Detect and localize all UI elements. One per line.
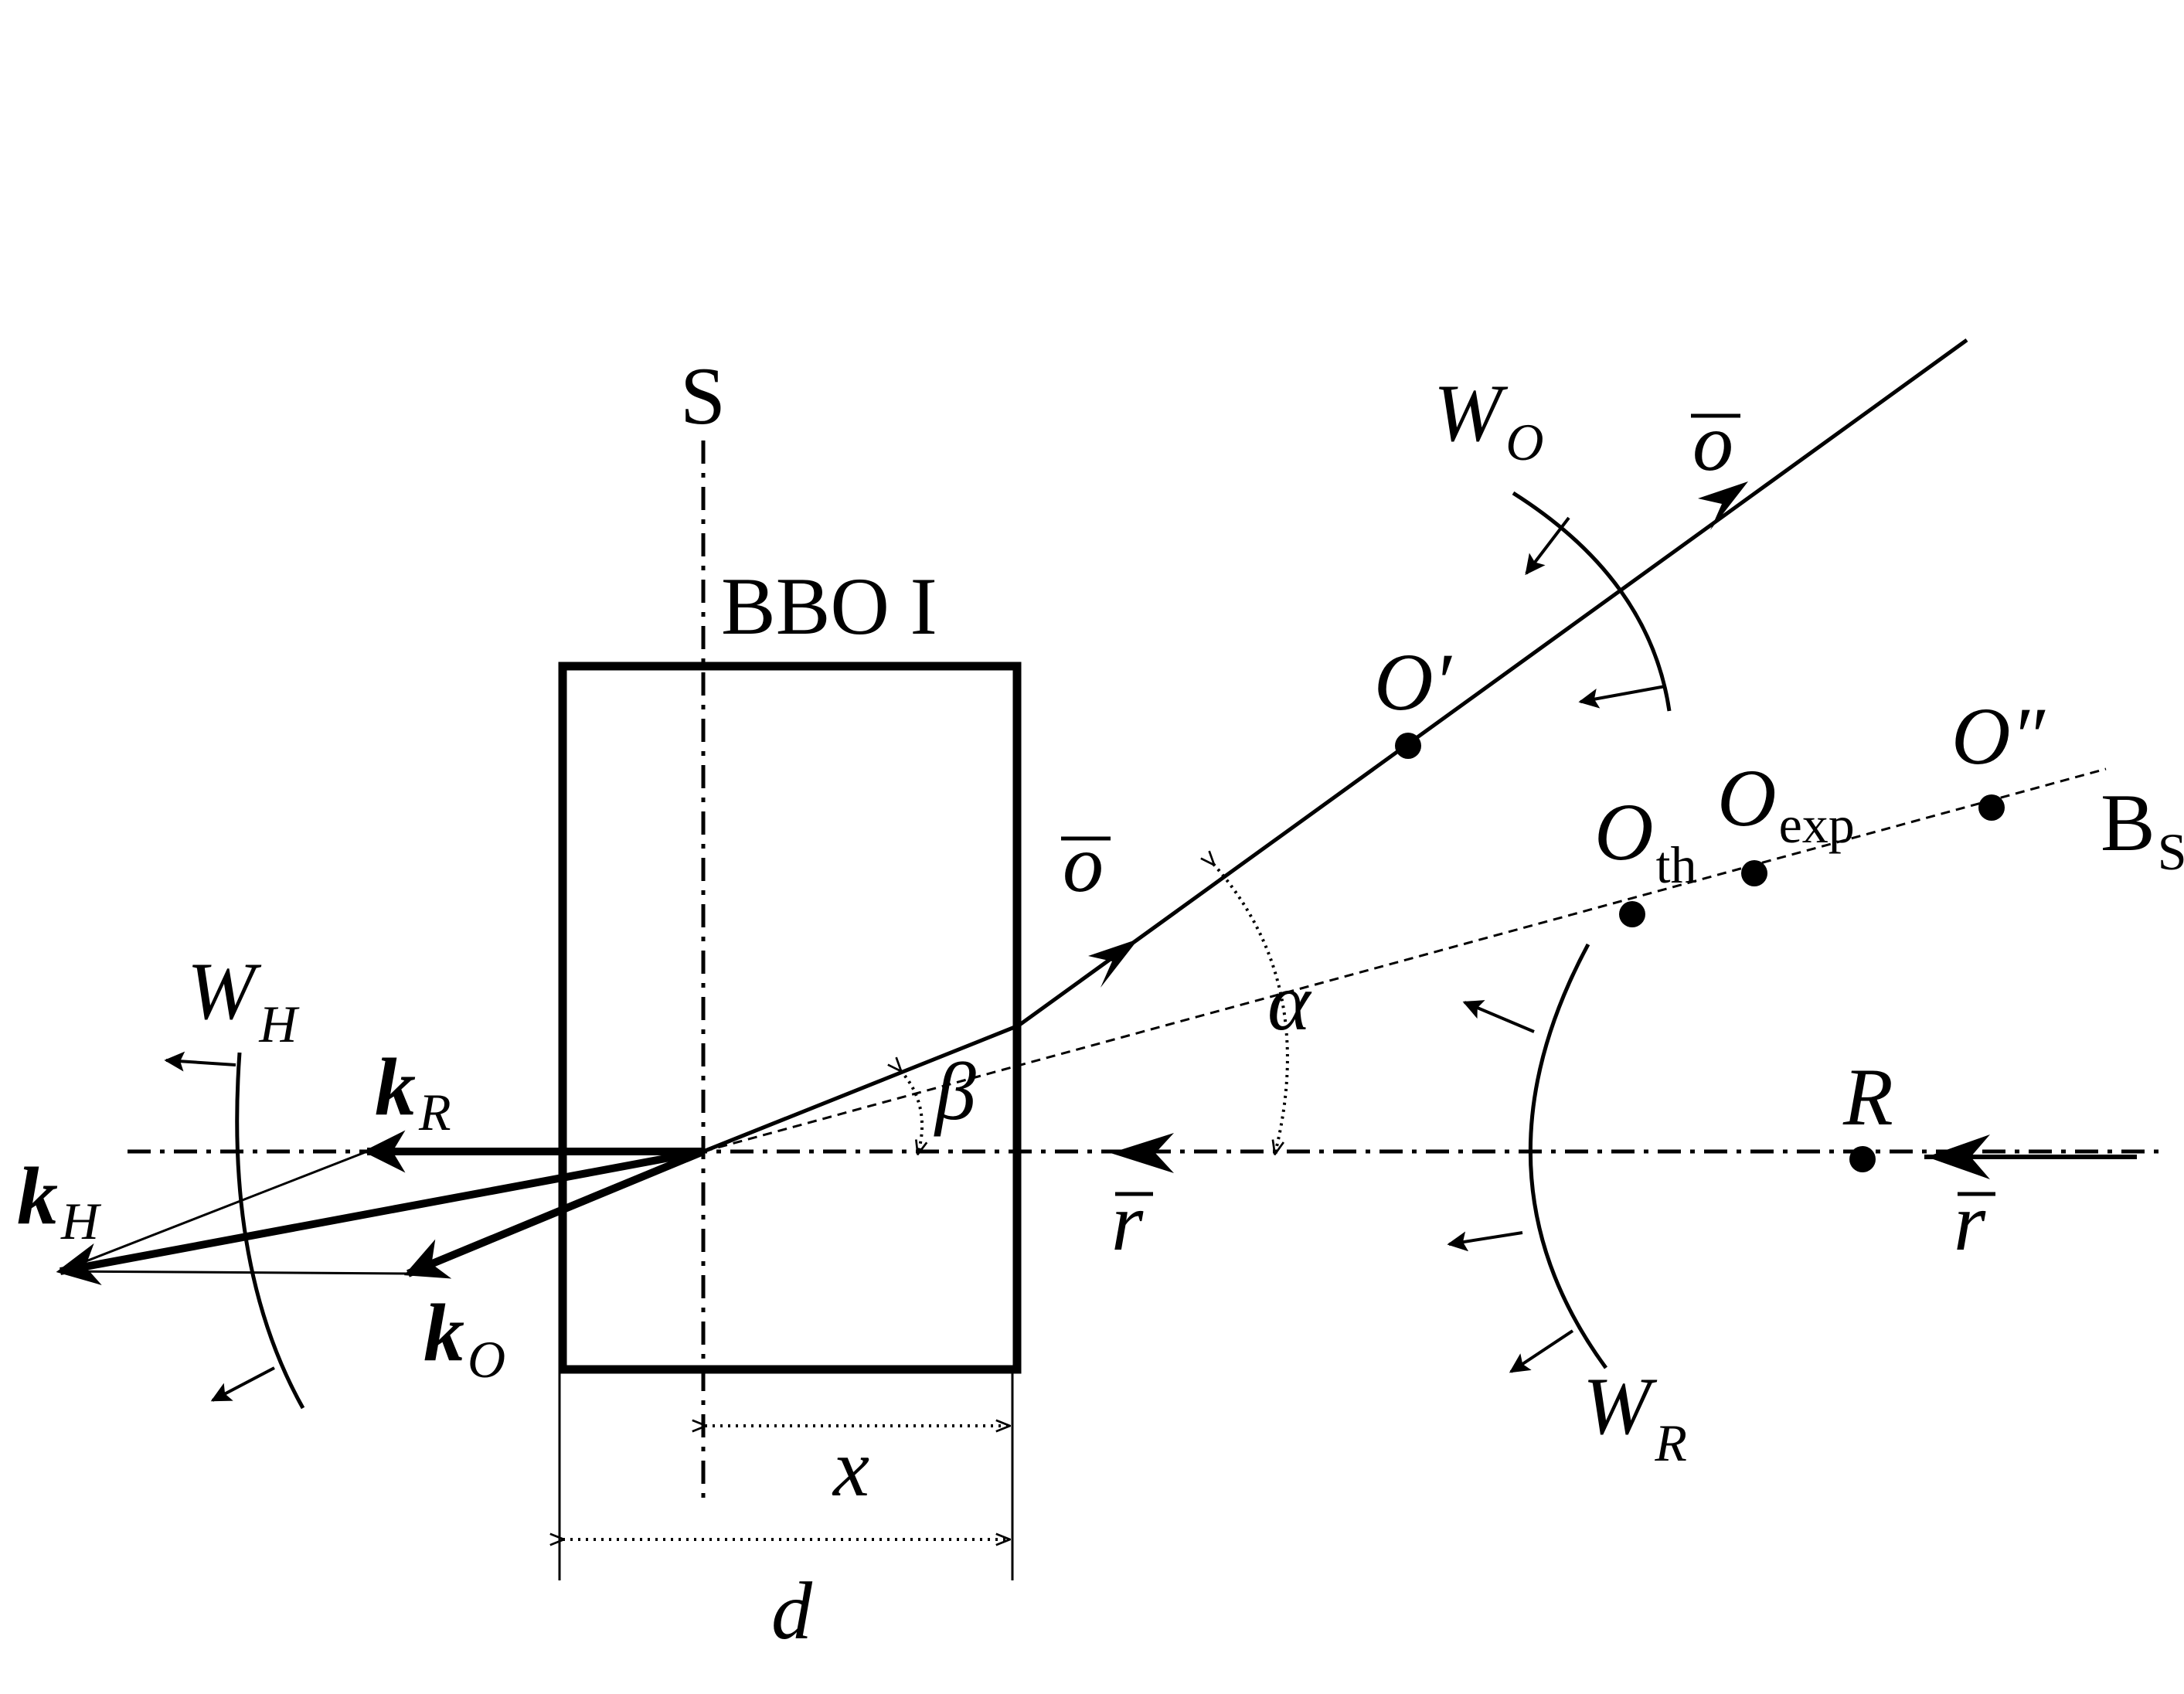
k-h-construction-bottom <box>60 1270 409 1275</box>
k-h-arrow <box>56 1148 704 1285</box>
k-r-label: kR <box>375 1042 451 1141</box>
s-axis-label: S <box>680 351 726 441</box>
crystal-box <box>558 662 1022 1374</box>
incident-ray-o <box>1017 338 1968 1028</box>
ray-r-arrowhead-mid <box>1111 1133 1174 1173</box>
wavefront-w-h <box>235 1052 305 1410</box>
wavefront-w-r <box>1528 943 1608 1369</box>
w-o-normal-upper <box>1525 516 1570 576</box>
r-bar-mid-label: r <box>1111 1177 1144 1267</box>
o-bar-upper-label: o <box>1692 397 1733 488</box>
o-exp-label: Oexp <box>1717 753 1855 854</box>
point-o-th <box>1619 901 1645 927</box>
o-bar-lower-label: o <box>1063 818 1104 909</box>
k-o-label: kO <box>424 1288 505 1389</box>
w-r-normal-upper <box>1462 1000 1535 1033</box>
ray-o-arrowhead-lower <box>1088 939 1138 988</box>
k-h-construction-top <box>60 1150 368 1273</box>
wavefront-w-o <box>1512 491 1672 712</box>
o-prime-label: O′ <box>1374 637 1453 727</box>
w-h-normal-upper <box>164 1051 236 1072</box>
bs-line <box>702 767 2107 1153</box>
beta-label: β <box>934 1046 976 1137</box>
refracted-ray <box>702 1023 1019 1154</box>
o-th-label: Oth <box>1594 787 1696 894</box>
w-r-label: WR <box>1583 1361 1687 1472</box>
w-h-normal-lower <box>210 1366 275 1402</box>
alpha-label: α <box>1267 957 1312 1047</box>
ray-r-arrowhead-right <box>1927 1134 1990 1179</box>
r-bar-right-label: r <box>1954 1177 1986 1267</box>
point-o-exp <box>1741 860 1767 886</box>
point-o-prime <box>1395 733 1421 759</box>
k-h-label: kH <box>17 1151 102 1250</box>
crystal-label: BBO I <box>721 561 937 651</box>
w-o-normal-lower <box>1578 685 1666 709</box>
w-r-normal-middle <box>1447 1231 1523 1252</box>
point-r-label: R <box>1842 1052 1893 1142</box>
w-r-normal-lower <box>1509 1329 1574 1373</box>
ray-o-arrowhead-upper <box>1698 481 1748 530</box>
point-r <box>1849 1146 1876 1172</box>
point-o-double-prime <box>1978 794 2005 821</box>
dim-d-label: d <box>771 1566 813 1656</box>
b-s-label: BS <box>2101 777 2184 881</box>
o-double-prime-label: O″ <box>1951 691 2046 781</box>
k-o-arrow <box>403 1148 705 1279</box>
dim-x-label: x <box>832 1423 869 1513</box>
w-h-label: WH <box>187 946 300 1053</box>
w-o-label: WO <box>1434 368 1543 471</box>
beta-arc <box>900 1070 922 1153</box>
